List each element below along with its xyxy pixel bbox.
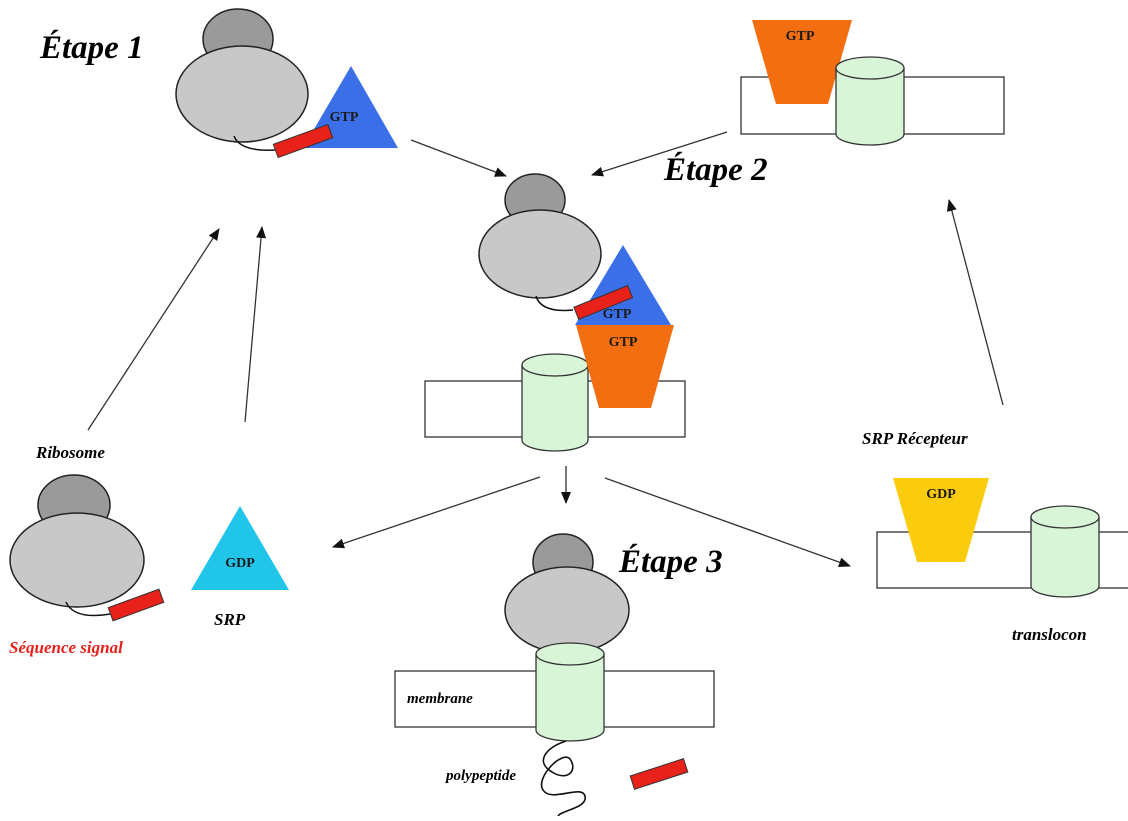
translocon-channel: [1030, 505, 1100, 598]
signal-sequence: [573, 284, 634, 321]
polypeptide-label: polypeptide: [444, 768, 516, 784]
arrow-release-receptor: [604, 477, 851, 567]
translocon-channel: [521, 353, 589, 452]
srp-receptor-gdp: [893, 478, 989, 562]
step3-title: Étape 3: [618, 543, 723, 580]
srp-gdp-label: GDP: [225, 556, 255, 571]
signal-sequence: [107, 588, 165, 622]
receptor-gtp-label: GTP: [786, 29, 815, 44]
step1-title: Étape 1: [39, 29, 144, 66]
nascent-chain: [233, 135, 277, 151]
nascent-chain: [65, 601, 111, 617]
polypeptide-chain: [540, 740, 586, 817]
translocon-label: translocon: [1012, 625, 1087, 644]
free-srp: GDP: [191, 506, 289, 590]
arrow-recycle-receptor: [946, 199, 1004, 406]
signal-sequence: [272, 123, 334, 159]
step2-title: Étape 2: [663, 151, 768, 188]
ribosome-large-subunit: [478, 209, 602, 299]
ribosome-large-subunit: [9, 512, 145, 608]
step3-complex: [394, 533, 715, 817]
srp-gdp-triangle: [191, 506, 289, 590]
receptor-translocon-top: GTP: [740, 20, 1005, 146]
receptor-gdp-label: GDP: [926, 487, 956, 502]
ribosome-large-subunit: [175, 45, 309, 143]
cycle-arrows: [87, 131, 1004, 567]
srp-receptor-gtp: [576, 325, 674, 408]
arrow-receptor-to-step2: [591, 131, 728, 177]
receptor-gtp-label: GTP: [609, 335, 638, 350]
ribosome-large-subunit: [504, 566, 630, 654]
srp-gtp-label: GTP: [330, 110, 359, 125]
signal-sequence-label: Séquence signal: [9, 638, 123, 657]
srp-gtp-label: GTP: [603, 307, 632, 322]
nascent-chain: [535, 295, 574, 312]
srp-label: SRP: [214, 610, 246, 629]
cleaved-signal-sequence: [629, 758, 689, 790]
arrow-srp-to-step1: [244, 226, 267, 423]
receptor-translocon-bottom: GDP: [876, 478, 1128, 598]
membrane-label: membrane: [407, 691, 473, 707]
ribosome-label: Ribosome: [35, 443, 105, 462]
free-ribosome: [9, 474, 165, 622]
step2-complex: GTP GTP: [424, 173, 686, 452]
arrow-step1-to-step2: [410, 139, 507, 177]
arrow-ribosome-to-step1: [87, 228, 220, 431]
step1-complex: GTP: [175, 8, 398, 159]
srp-receptor-gtp: [752, 20, 852, 104]
translocon-channel: [535, 642, 605, 742]
srp-receptor-label: SRP Récepteur: [862, 429, 968, 448]
arrow-release-srp: [332, 476, 541, 549]
translocon-channel: [835, 56, 905, 146]
